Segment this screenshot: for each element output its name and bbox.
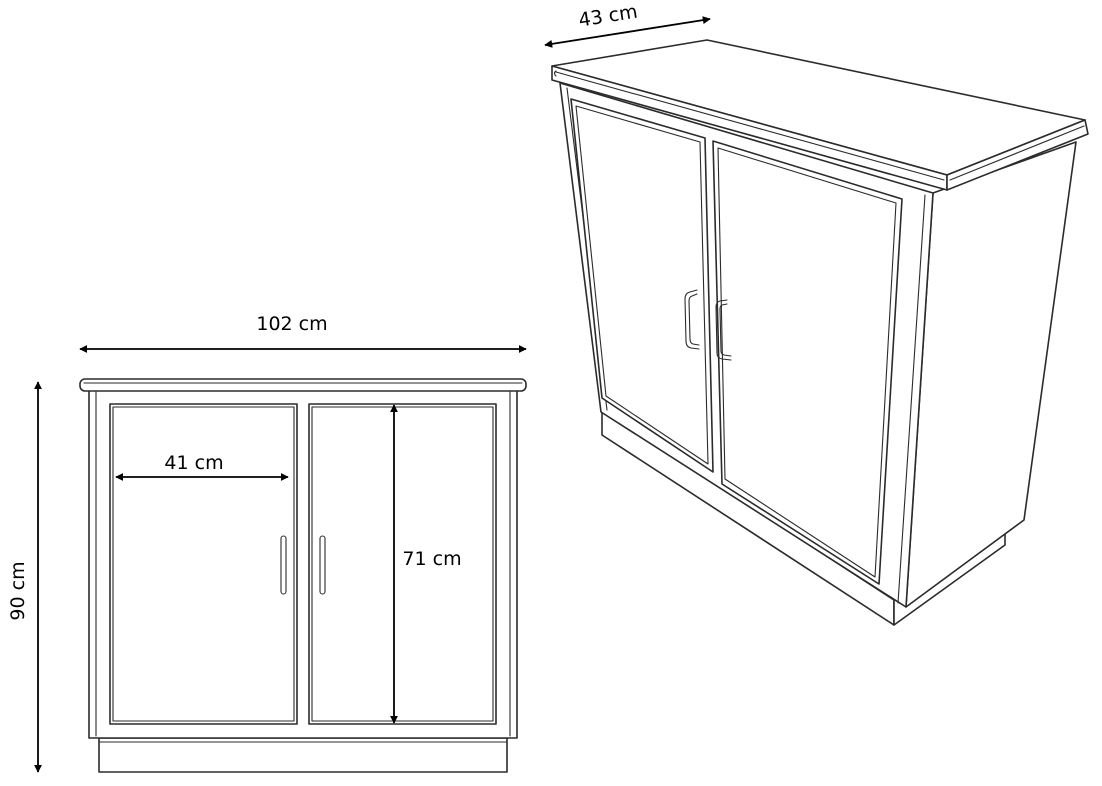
perspective-view-cabinet [551,39,1089,626]
perspective-left-handle [684,289,700,350]
depth-label: 43 cm [577,1,639,32]
perspective-right-handle [715,299,732,361]
front-top [79,378,527,392]
front-left-door [109,403,298,725]
depth-dimension-line [544,16,711,48]
perspective-left-door [570,98,714,473]
perspective-right-door [712,140,903,585]
front-right-handle [319,535,326,595]
front-plinth [98,737,508,773]
front-right-door [308,403,497,725]
door-width-label: 41 cm [164,452,223,474]
front-view-cabinet [79,378,527,773]
width-label: 102 cm [256,313,327,335]
door-height-label: 71 cm [402,548,461,570]
perspective-top-side-edge [946,119,1089,191]
height-label: 90 cm [7,561,29,620]
front-left-handle [280,535,287,595]
